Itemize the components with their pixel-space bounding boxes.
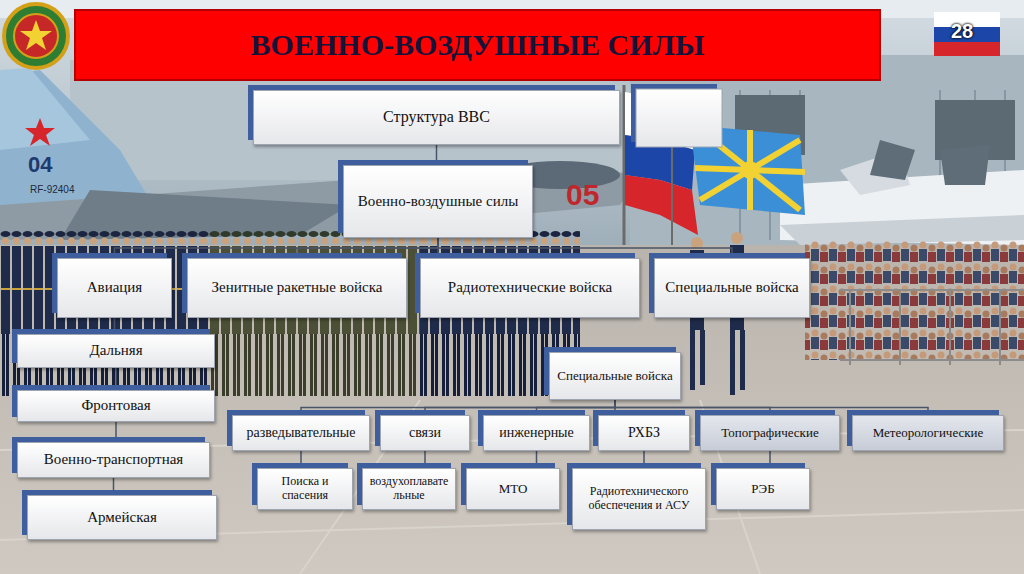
connector [297, 238, 438, 258]
connector [615, 400, 928, 415]
box-label: Зенитные ракетные войска [212, 279, 383, 296]
org-box: Военно-транспортная [17, 442, 210, 478]
box-label: инженерные [499, 425, 574, 441]
connector [436, 145, 438, 165]
org-box: разведывательные [232, 415, 370, 451]
box-label: Фронтовая [81, 397, 150, 414]
connector [643, 451, 645, 468]
org-box: РЭБ [716, 468, 810, 510]
org-box: Радиотехнического обеспечения и АСУ [572, 468, 706, 530]
org-box: Топографические [700, 415, 840, 451]
box-label: Дальняя [89, 342, 142, 359]
org-box: Радиотехнические войска [420, 258, 640, 318]
org-box: Фронтовая [17, 390, 215, 422]
org-box: Специальные войска [549, 352, 681, 400]
box-label: Топографические [721, 426, 818, 441]
org-box: инженерные [483, 415, 590, 451]
connector [424, 451, 426, 468]
box-label: Структура ВВС [383, 108, 490, 126]
org-box: воздухоплавательные [362, 468, 456, 510]
connector [115, 422, 117, 442]
connector [301, 400, 615, 415]
box-label: Военно-транспортная [44, 451, 183, 468]
connector [769, 451, 771, 468]
connector [300, 451, 302, 468]
page-number: 28 [951, 20, 973, 43]
connector [113, 478, 115, 495]
org-box: Авиация [57, 258, 172, 318]
box-label: разведывательные [247, 425, 356, 441]
org-box: Метеорологические [852, 415, 1004, 451]
slide-title: ВОЕННО-ВОЗДУШНЫЕ СИЛЫ [75, 10, 880, 80]
org-box: Специальные войска [654, 258, 810, 318]
org-box: Зенитные ракетные войска [187, 258, 407, 318]
box-label: РХБЗ [628, 425, 660, 441]
org-box: Военно-воздушные силы [343, 165, 533, 238]
box-label: Поиска и спасения [264, 475, 346, 503]
org-box: РХБЗ [598, 415, 690, 451]
connector [115, 238, 439, 258]
box-label: Армейская [87, 509, 157, 526]
box-label: Радиотехнические войска [448, 279, 612, 296]
connector [438, 238, 732, 258]
box-label: РЭБ [751, 482, 774, 497]
org-box: Дальняя [17, 334, 215, 368]
org-box: Поиска и спасения [257, 468, 353, 510]
box-label: воздухоплавательные [369, 475, 449, 503]
box-label: Специальные войска [665, 279, 798, 296]
connector [537, 400, 616, 415]
org-box: связи [380, 415, 470, 451]
org-box: Армейская [27, 495, 217, 540]
org-box: Структура ВВС [253, 90, 620, 145]
box-label: Специальные войска [557, 369, 673, 384]
box-label: связи [409, 425, 441, 441]
connector [425, 400, 615, 415]
aircraft-marking: 05 [566, 178, 599, 212]
aircraft-marking: RF-92404 [30, 184, 74, 195]
box-label: Метеорологические [873, 426, 984, 441]
box-label: Радиотехнического обеспечения и АСУ [579, 485, 699, 513]
box-label: МТО [499, 482, 528, 497]
connector [115, 368, 117, 390]
aircraft-marking: 04 [28, 152, 52, 178]
connector [536, 451, 538, 468]
connector [114, 318, 116, 334]
box-label: Авиация [87, 279, 143, 296]
box-label: Военно-воздушные силы [358, 193, 518, 210]
org-box: МТО [466, 468, 560, 510]
